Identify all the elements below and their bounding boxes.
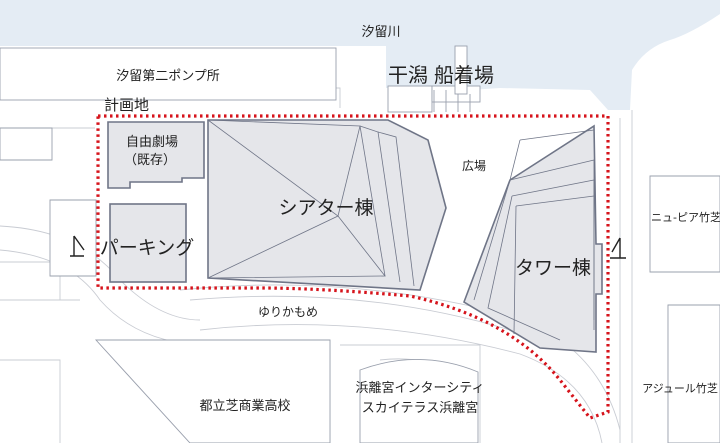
label-pump-station: 汐留第二ポンプ所	[116, 68, 220, 84]
label-theater-building: シアター棟	[278, 197, 373, 219]
section-marker-right-icon	[610, 237, 626, 259]
tower-building	[463, 124, 603, 353]
label-hamarikyu-2: スカイテラス浜離宮	[362, 400, 478, 416]
label-plaza: 広場	[462, 159, 486, 173]
free-theater-building	[107, 121, 205, 189]
pump-station-building	[0, 47, 337, 101]
water-area	[0, 0, 720, 110]
section-marker-left-icon	[70, 235, 85, 257]
parking-building	[109, 203, 187, 283]
label-yurikamome: ゆりかもめ	[258, 305, 318, 319]
label-pier-right: 船着場	[434, 63, 494, 87]
label-tower-building: タワー棟	[515, 257, 591, 279]
label-plan-area: 計画地	[104, 96, 149, 114]
label-hamarikyu-1: 浜離宮インターシティ	[356, 380, 485, 396]
map-labels: 汐留川 汐留第二ポンプ所 干潟 船着場 計画地 自由劇場 （既存） 広場 シアタ…	[100, 24, 720, 416]
hamarikyu-intercity-building	[359, 359, 479, 443]
context-buildings	[0, 127, 720, 443]
label-free-theater-2: （既存）	[124, 153, 176, 168]
label-pier-left: 干潟	[388, 63, 428, 87]
pier-structures	[387, 45, 481, 113]
label-new-pier-takeshiba: ニュ-ピア竹芝	[651, 210, 720, 224]
theater-building	[207, 119, 447, 291]
label-parking: パーキング	[100, 237, 194, 259]
label-school: 都立芝商業高校	[199, 398, 290, 414]
label-free-theater-1: 自由劇場	[126, 135, 178, 150]
label-river: 汐留川	[361, 24, 400, 40]
label-azur-takeshiba: アジュール竹芝	[642, 381, 718, 395]
